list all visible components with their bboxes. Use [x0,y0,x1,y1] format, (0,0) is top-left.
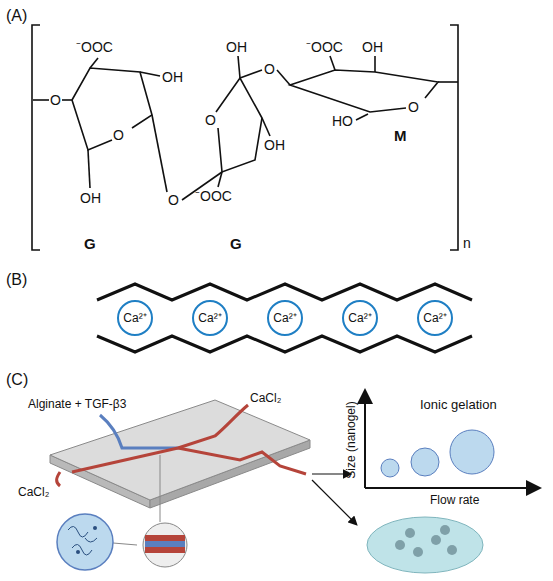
structure-label: ⁻OOC [195,189,232,203]
structure-label: O [113,128,124,142]
structure-label: OH [264,138,285,152]
unit-label: G [84,236,96,251]
ion-label: Ca²⁺ [423,312,446,324]
calcium-ion: Ca²⁺ [117,300,153,336]
ion-label: Ca²⁺ [273,312,296,324]
structure-label: OH [362,40,383,54]
structure-label: ⁻OOC [306,40,343,54]
structure-label: n [463,236,471,250]
axis-label: Size (nanogel) [345,401,357,478]
egg-box-chains [97,284,472,352]
ion-label: Ca²⁺ [198,312,221,324]
structure-label: Flow rate [430,494,479,506]
structure-label: OH [226,40,247,54]
structure-label: CaCl₂ [250,392,281,404]
ion-label: Ca²⁺ [348,312,371,324]
structure-label: O [264,62,275,76]
structure-label: (A) [6,8,27,24]
structure-label: ⁻OOC [76,40,113,54]
structure-label: O [205,113,216,127]
structure-label: Alginate + TGF-β3 [28,398,126,410]
structure-label: OH [162,70,183,84]
structure-label: CaCl₂ [18,486,49,498]
structure-label: HO [332,114,353,128]
calcium-ion: Ca²⁺ [267,300,303,336]
calcium-ion: Ca²⁺ [417,300,453,336]
ion-label: Ca²⁺ [123,312,146,324]
calcium-ion: Ca²⁺ [192,300,228,336]
structure-label: O [50,93,61,107]
calcium-ion: Ca²⁺ [342,300,378,336]
unit-label: G [230,236,242,251]
size-flow-axes [365,392,538,488]
structure-label: Ionic gelation [420,398,497,411]
microfluidic-chip [50,400,483,573]
alginate-structure [32,25,458,250]
structure-label: O [408,100,419,114]
structure-label: (C) [6,372,28,388]
structure-label: O [168,193,179,207]
structure-label: OH [80,191,101,205]
unit-label: M [394,128,407,143]
structure-label: (B) [6,272,27,288]
